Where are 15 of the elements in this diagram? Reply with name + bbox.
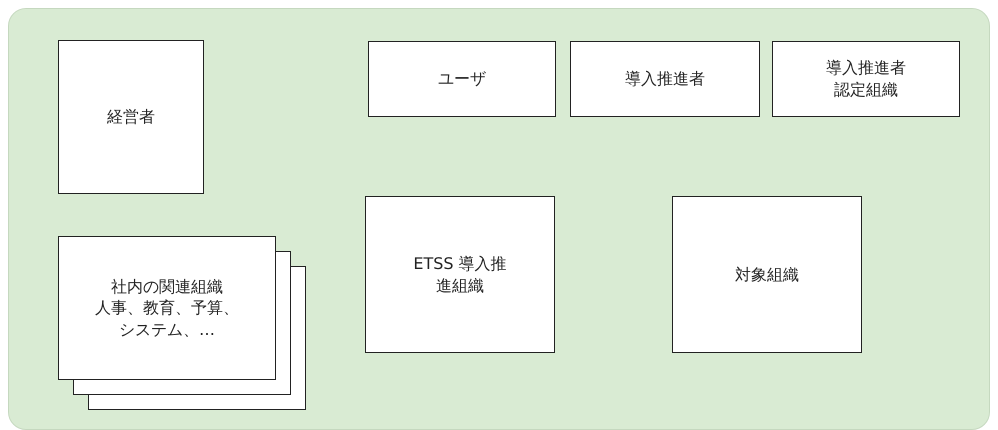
box-label: 対象組織 — [735, 264, 799, 286]
box-label: 人事、教育、予算、システム、… — [94, 297, 240, 340]
process-box — [772, 41, 960, 117]
process-box — [368, 41, 556, 117]
process-box — [58, 40, 204, 194]
box-label: 導入推進者認定組織 — [825, 57, 907, 101]
box-label: 社内の関連組織 — [110, 276, 224, 298]
box-label: ETSS 導入推進組織 — [412, 252, 508, 296]
process-box — [365, 196, 555, 353]
process-box — [58, 236, 276, 380]
box-label: 経営者 — [107, 106, 155, 128]
process-box — [672, 196, 862, 353]
process-box — [570, 41, 760, 117]
box-label: 導入推進者 — [625, 68, 705, 90]
box-label: ユーザ — [438, 68, 486, 90]
